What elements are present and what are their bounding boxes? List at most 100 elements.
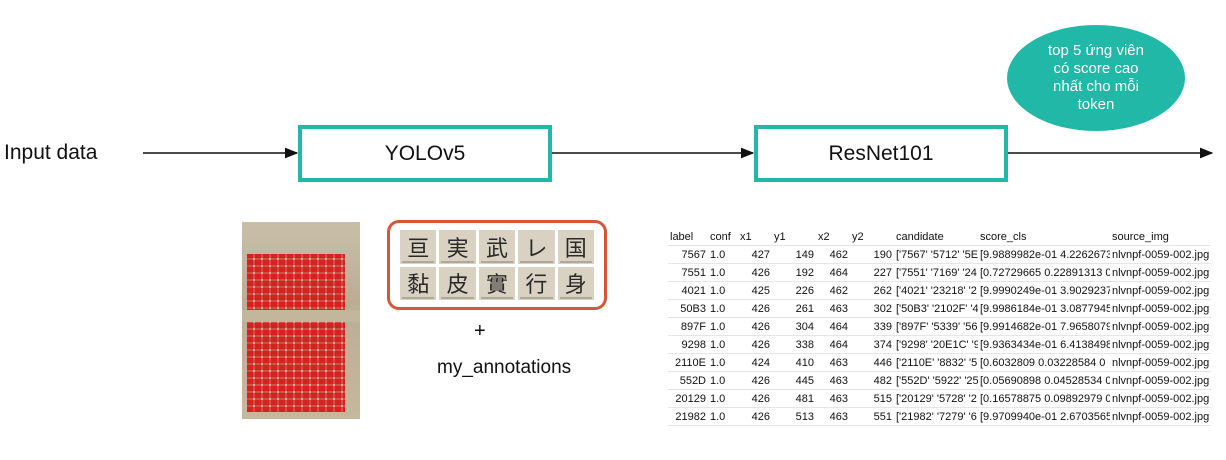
table-cell: 426 [738,299,772,318]
column-header: x2 [816,228,850,246]
table-cell: ['4021' '23218' '2 [894,281,978,300]
table-cell: ['7567' '5712' '5E [894,245,978,264]
yolo-label: YOLOv5 [384,141,466,165]
table-cell: [9.9990249e-01 3.9029237 [978,281,1110,300]
resnet-label: ResNet101 [828,141,934,165]
table-cell: [9.9709940e-01 2.6703565 [978,407,1110,426]
table-cell: [9.9889982e-01 4.2262673 [978,245,1110,264]
table-cell: ['21982' '7279' '6 [894,407,978,426]
character-crop: 黏 [400,266,437,300]
table-cell: [0.72729665 0.22891313 0 [978,263,1110,282]
table-cell: ['50B3' '2102F' '4 [894,299,978,318]
table-cell: 261 [772,299,816,318]
table-cell: 1.0 [708,299,738,318]
character-crop: 實 [478,266,516,300]
table-cell: 410 [772,353,816,372]
table-cell: 464 [816,317,850,336]
table-cell: 7567 [668,245,708,264]
table-cell: 551 [850,407,894,426]
table-cell: 481 [772,389,816,408]
table-cell: 426 [738,263,772,282]
table-cell: 1.0 [708,389,738,408]
table-cell: 338 [772,335,816,354]
table-cell: [0.16578875 0.09892979 0 [978,389,1110,408]
table-cell: ['20129' '5728' '2 [894,389,978,408]
table-cell: 426 [738,335,772,354]
input-data-label: Input data [4,141,98,164]
table-cell: 482 [850,371,894,390]
column-header: x1 [738,228,772,246]
column-header: conf [708,228,738,246]
character-crop: 皮 [439,266,476,300]
plus-sign: + [474,320,486,342]
table-cell: nlvnpf-0059-002.jpg [1110,281,1212,300]
table-cell: 1.0 [708,245,738,264]
table-cell: 1.0 [708,371,738,390]
table-cell: 1.0 [708,335,738,354]
table-cell: nlvnpf-0059-002.jpg [1110,407,1212,426]
manuscript-gap [242,310,360,322]
table-cell: 427 [738,245,772,264]
table-cell: 463 [816,389,850,408]
table-cell: 462 [816,245,850,264]
table-cell: 463 [816,353,850,372]
column-header: label [668,228,708,246]
table-cell: 464 [816,335,850,354]
table-cell: 463 [816,371,850,390]
detection-boxes-overlay [247,254,345,412]
table-cell: nlvnpf-0059-002.jpg [1110,245,1212,264]
table-cell: 302 [850,299,894,318]
column-header: y2 [850,228,894,246]
table-cell: [9.9914682e-01 7.9658079 [978,317,1110,336]
character-crop: 亘 [400,230,437,264]
table-cell: nlvnpf-0059-002.jpg [1110,371,1212,390]
character-crop: 行 [518,266,555,300]
table-cell: 463 [816,299,850,318]
table-cell: 339 [850,317,894,336]
table-cell: 426 [738,407,772,426]
resnet-node: ResNet101 [754,125,1008,182]
table-cell: nlvnpf-0059-002.jpg [1110,389,1212,408]
table-cell: 304 [772,317,816,336]
table-cell: 445 [772,371,816,390]
table-cell: ['552D' '5922' '25 [894,371,978,390]
table-cell: 1.0 [708,353,738,372]
column-header: y1 [772,228,816,246]
table-cell: 1.0 [708,317,738,336]
character-crop: 実 [439,230,476,264]
table-cell: 374 [850,335,894,354]
manuscript-detection-image [242,222,360,419]
table-cell: 464 [816,263,850,282]
table-cell: ['897F' '5339' '56 [894,317,978,336]
table-cell: 7551 [668,263,708,282]
table-cell: [9.9986184e-01 3.0877945 [978,299,1110,318]
column-header: candidate [894,228,978,246]
table-cell: 425 [738,281,772,300]
table-cell: 424 [738,353,772,372]
table-cell: ['9298' '20E1C' '9 [894,335,978,354]
table-cell: nlvnpf-0059-002.jpg [1110,317,1212,336]
table-cell: 1.0 [708,263,738,282]
character-crop: レ [518,230,555,264]
table-cell: 227 [850,263,894,282]
table-cell: nlvnpf-0059-002.jpg [1110,299,1212,318]
annotations-label: my_annotations [437,357,572,378]
table-cell: 426 [738,371,772,390]
yolo-node: YOLOv5 [298,125,552,182]
table-cell: 446 [850,353,894,372]
table-cell: [0.05690898 0.04528534 0 [978,371,1110,390]
table-cell: 21982 [668,407,708,426]
table-cell: 1.0 [708,281,738,300]
table-cell: [0.6032809 0.03228584 0 [978,353,1110,372]
table-cell: 463 [816,407,850,426]
table-cell: nlvnpf-0059-002.jpg [1110,263,1212,282]
